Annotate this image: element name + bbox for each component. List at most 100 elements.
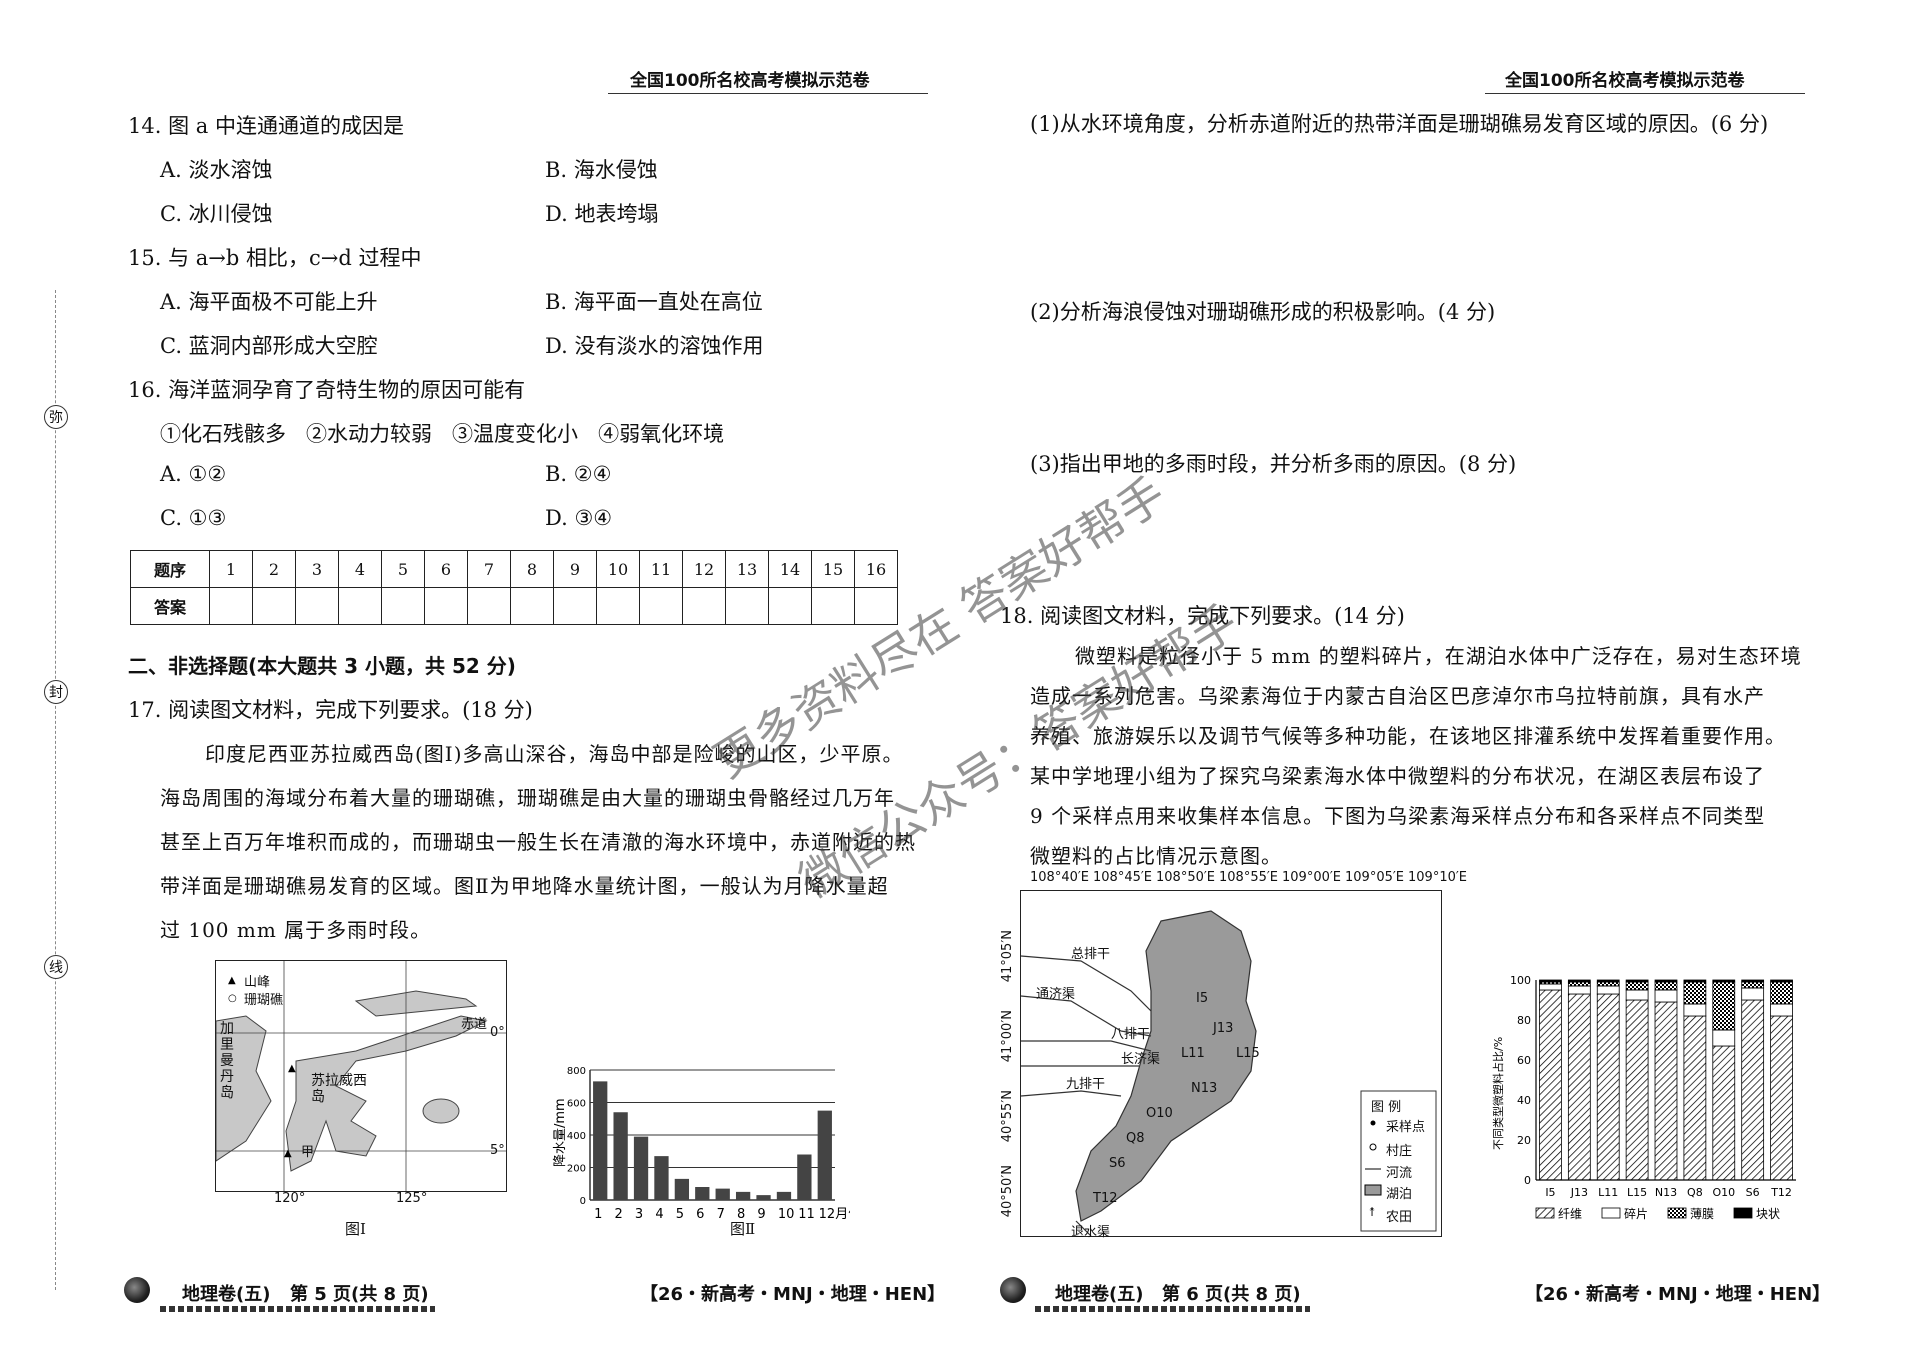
q16-statements: ①化石残骸多 ②水动力较弱 ③温度变化小 ④弱氧化环境	[160, 422, 725, 446]
q18-material-line: 养殖、旅游娱乐以及调节气候等多种功能，在该地区排灌系统中发挥着重要作用。	[1030, 724, 1786, 748]
stack-segment	[1567, 993, 1591, 1181]
stack-segment	[1539, 979, 1562, 983]
stack-segment	[1625, 989, 1649, 1001]
y-tick-label: 80	[1517, 1014, 1531, 1027]
q14-option-a: A. 淡水溶蚀	[160, 158, 273, 182]
q15-option-a: A. 海平面极不可能上升	[160, 290, 378, 314]
legend-title: 图 例	[1371, 1100, 1402, 1115]
y-tick-label: 20	[1517, 1134, 1531, 1147]
lat-label: 40°55′N	[1000, 1090, 1015, 1143]
stack-segment	[1654, 981, 1678, 991]
canal-changji: 长济渠	[1121, 1052, 1161, 1067]
lat-0-label: 0°	[490, 1025, 505, 1040]
q17-material-line: 甚至上百万年堆积而成的，而珊瑚虫一般生长在清澈的海水环境中，赤道附近的热	[160, 830, 916, 854]
precip-bar	[756, 1195, 771, 1200]
x-tick-label: 8	[737, 1207, 745, 1220]
x-tick-label: L11	[1598, 1186, 1618, 1199]
answer-cell[interactable]	[596, 587, 640, 625]
table-number: 1	[209, 550, 253, 588]
q18-material-line: 造成一系列危害。乌梁素海位于内蒙古自治区巴彦淖尔市乌拉特前旗，具有水产	[1030, 684, 1765, 708]
header-left-underline	[608, 93, 928, 94]
y-tick-label: 400	[567, 1131, 586, 1142]
sample-point-label: O10	[1146, 1106, 1173, 1121]
y-tick-label: 40	[1517, 1094, 1531, 1107]
answer-cell[interactable]	[811, 587, 855, 625]
precip-bar	[715, 1188, 730, 1200]
answer-cell[interactable]	[252, 587, 296, 625]
table-number: 13	[725, 550, 769, 588]
q15-option-b: B. 海平面一直处在高位	[545, 290, 763, 314]
answer-cell[interactable]	[381, 587, 425, 625]
sample-point-label: L11	[1181, 1046, 1205, 1061]
x-tick-label: 1	[594, 1207, 602, 1220]
answer-cell[interactable]	[209, 587, 253, 625]
footer-right-page: 第 6 页(共 8 页)	[1162, 1284, 1301, 1305]
footer-right-logo-icon	[1000, 1277, 1026, 1303]
q17-sub1: (1)从水环境角度，分析赤道附近的热带洋面是珊瑚礁易发育区域的原因。(6 分)	[1030, 112, 1769, 136]
svg-text:▲: ▲	[228, 975, 236, 986]
lon-label: 108°40′E	[1030, 870, 1090, 885]
answer-table: 题序 1 2 3 4 5 6 7 8 9 10 11 12 13 14 15 1…	[130, 550, 898, 625]
x-tick-label: 3	[635, 1207, 643, 1220]
x-tick-label: 6	[696, 1207, 704, 1220]
footer-left-code: 【26・新高考・MNJ・地理・HEN】	[640, 1284, 946, 1305]
canal-jiupai: 九排干	[1066, 1077, 1106, 1092]
canal-bapai: 八排干	[1111, 1027, 1151, 1042]
stack-segment	[1683, 1003, 1707, 1017]
table-number: 16	[854, 550, 898, 588]
legend-peak-label: 山峰	[244, 975, 271, 990]
stack-segment	[1741, 979, 1765, 983]
stack-segment	[1712, 981, 1736, 1031]
x-tick-label: J13	[1570, 1186, 1588, 1199]
x-tick-label: Q8	[1687, 1186, 1703, 1199]
answer-cell[interactable]	[768, 587, 812, 625]
footer-right-code: 【26・新高考・MNJ・地理・HEN】	[1525, 1284, 1831, 1305]
answer-cell[interactable]	[639, 587, 683, 625]
table-number: 3	[295, 550, 339, 588]
answer-cell[interactable]	[725, 587, 769, 625]
legend-village: 村庄	[1386, 1144, 1413, 1159]
stack-segment	[1539, 989, 1562, 1181]
answer-cell[interactable]	[854, 587, 898, 625]
answer-cell[interactable]	[553, 587, 597, 625]
legend-label: 块状	[1756, 1207, 1780, 1221]
sulawesi-label: 苏拉威西岛	[311, 1073, 367, 1105]
x-tick-label: 7	[717, 1207, 725, 1220]
q17-material-line: 过 100 mm 属于多雨时段。	[160, 918, 432, 942]
table-number: 15	[811, 550, 855, 588]
precip-bar	[613, 1112, 628, 1200]
answer-cell[interactable]	[424, 587, 468, 625]
footer-right-wave	[1035, 1306, 1310, 1312]
q16-option-d: D. ③④	[545, 506, 613, 530]
answer-cell[interactable]	[467, 587, 511, 625]
answer-cell[interactable]	[295, 587, 339, 625]
x-tick-label: 5	[676, 1207, 684, 1220]
header-left-title: 全国100所名校高考模拟示范卷	[630, 71, 870, 91]
map-sulawesi-drawing: ▲ ○ ▲ ▲	[216, 961, 506, 1191]
sample-point-label: T12	[1093, 1191, 1118, 1206]
legend-farmland: 农田	[1386, 1210, 1413, 1225]
sample-point-label: N13	[1191, 1081, 1218, 1096]
q17-material-line: 海岛周围的海域分布着大量的珊瑚礁，珊瑚礁是由大量的珊瑚虫骨骼经过几万年	[160, 786, 895, 810]
q18-stem: 18. 阅读图文材料，完成下列要求。(14 分)	[1000, 604, 1405, 628]
stack-segment	[1683, 981, 1707, 1005]
precip-bar	[735, 1191, 751, 1200]
table-number: 11	[639, 550, 683, 588]
x-tick-label: L15	[1627, 1186, 1647, 1199]
answer-cell[interactable]	[510, 587, 554, 625]
lon-label: 109°05′E	[1345, 870, 1405, 885]
answer-cell[interactable]	[682, 587, 726, 625]
q16-stem: 16. 海洋蓝洞孕育了奇特生物的原因可能有	[128, 378, 526, 402]
q14-stem: 14. 图 a 中连通通道的成因是	[128, 114, 404, 138]
figure-1-caption: 图Ⅰ	[345, 1220, 366, 1238]
table-number: 12	[682, 550, 726, 588]
table-number: 5	[381, 550, 425, 588]
lon-label: 108°45′E	[1093, 870, 1153, 885]
lon-label: 108°50′E	[1156, 870, 1216, 885]
header-right-title: 全国100所名校高考模拟示范卷	[1505, 71, 1745, 91]
x-tick-label: 4	[655, 1207, 663, 1220]
lat-label: 41°00′N	[1000, 1010, 1015, 1063]
answer-cell[interactable]	[338, 587, 382, 625]
canal-tuishui: 退水渠	[1071, 1225, 1111, 1240]
precip-bar	[654, 1156, 669, 1200]
